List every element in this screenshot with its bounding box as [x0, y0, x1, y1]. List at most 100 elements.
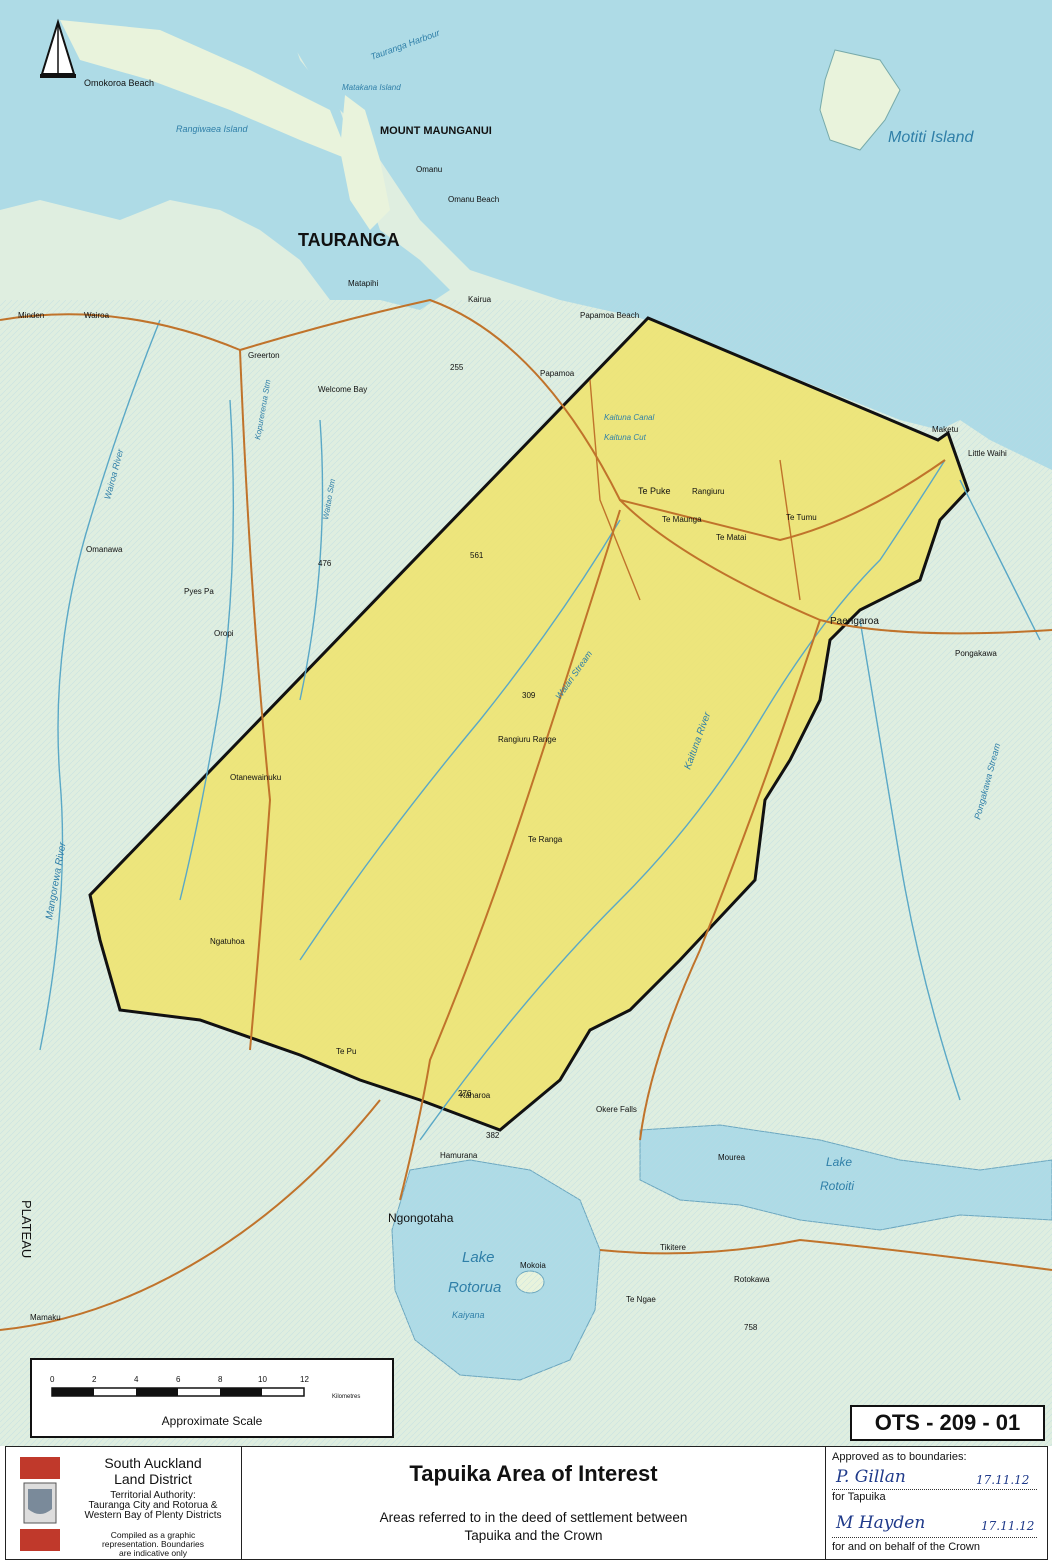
label-kaharoa: Kaharoa	[460, 1091, 491, 1100]
label-okere-falls: Okere Falls	[596, 1105, 637, 1114]
label-te-pu: Te Pu	[336, 1047, 356, 1056]
label-lake-rotorua-2: Rotorua	[448, 1279, 501, 1296]
signature-line-2	[832, 1537, 1037, 1538]
linz-crest-logo	[20, 1457, 60, 1551]
authority-line1: Territorial Authority:	[110, 1490, 196, 1501]
label-mamaku: Mamaku	[30, 1313, 61, 1322]
kaituna-river-line	[419, 459, 946, 1141]
label-paengaroa: Paengaroa	[830, 616, 879, 627]
label-pongakawa: Pongakawa	[955, 649, 997, 658]
label-minden: Minden	[18, 311, 44, 320]
approval-panel: Approved as to boundaries: P. Gillan 17.…	[826, 1447, 1047, 1559]
label-omokoroa-beach: Omokoroa Beach	[84, 78, 154, 88]
date-tapuika: 17.11.12	[976, 1473, 1030, 1487]
coastal-stream-line	[959, 479, 1041, 641]
label-kaituna-cut: Kaituna Cut	[604, 433, 647, 442]
scale-tick-4: 4	[134, 1375, 139, 1384]
mount-maunganui-peninsula	[340, 95, 390, 230]
label-te-ngae: Te Ngae	[626, 1295, 656, 1304]
label-pt-255: 255	[450, 363, 464, 372]
label-te-matai: Te Matai	[716, 533, 746, 542]
highway-33	[639, 619, 821, 1141]
scale-tick-6: 6	[176, 1375, 181, 1384]
state-highway-2	[0, 298, 946, 542]
for-crown: for and on behalf of the Crown	[832, 1541, 980, 1553]
signature-crown: M Hayden	[836, 1513, 926, 1533]
label-pyes-pa: Pyes Pa	[184, 587, 214, 596]
label-welcome-bay: Welcome Bay	[318, 385, 367, 394]
scale-tick-2: 2	[92, 1375, 97, 1384]
label-tikitere: Tikitere	[660, 1243, 686, 1252]
oropi-road	[239, 349, 272, 1051]
label-rangiwaea-island: Rangiwaea Island	[176, 124, 249, 134]
title-block: South Auckland Land District Territorial…	[5, 1446, 1048, 1560]
scale-tick-10: 10	[258, 1375, 267, 1384]
label-lake-rotoiti-2: Rotoiti	[820, 1179, 854, 1193]
for-tapuika: for Tapuika	[832, 1491, 886, 1503]
label-omanu: Omanu	[416, 165, 442, 174]
district-title: South Auckland Land District	[68, 1455, 238, 1487]
tapuika-area-boundary	[88, 316, 970, 1132]
papamoa-road	[589, 379, 641, 601]
plan-reference: OTS - 209 - 01	[850, 1405, 1045, 1441]
kopurererua-stream-line	[179, 399, 235, 901]
label-mourea: Mourea	[718, 1153, 746, 1162]
label-pt-561: 561	[470, 551, 484, 560]
label-omanu-beach: Omanu Beach	[448, 195, 499, 204]
label-ngongotaha: Ngongotaha	[388, 1211, 454, 1225]
authority-line3: Western Bay of Plenty Districts	[84, 1510, 222, 1521]
topographic-map: TAURANGA MOUNT MAUNGANUI Motiti Island T…	[0, 0, 1052, 1446]
label-maketu: Maketu	[932, 425, 958, 434]
note-line2: representation. Boundaries	[101, 1539, 205, 1549]
highway-30	[599, 1238, 1052, 1271]
approval-heading: Approved as to boundaries:	[832, 1451, 967, 1463]
label-matakana-island: Matakana Island	[342, 83, 401, 92]
label-pt-309: 309	[522, 691, 536, 700]
label-papamoa-beach: Papamoa Beach	[580, 311, 639, 320]
label-rotokawa: Rotokawa	[734, 1275, 770, 1284]
label-te-puke: Te Puke	[638, 486, 671, 496]
label-tauranga: TAURANGA	[298, 230, 400, 250]
note-line1: Compiled as a graphic	[110, 1530, 196, 1540]
map-subtitle: Areas referred to in the deed of settlem…	[242, 1509, 825, 1545]
title-panel: Tapuika Area of Interest Areas referred …	[242, 1447, 826, 1559]
rotorua-west-road	[0, 1099, 381, 1331]
scale-caption: Approximate Scale	[161, 1414, 263, 1428]
north-arrow-icon	[40, 18, 76, 78]
label-greerton: Greerton	[248, 351, 280, 360]
rivers	[39, 319, 1041, 1141]
pongakawa-stream-line	[859, 619, 961, 1101]
map-title: Tapuika Area of Interest	[409, 1461, 658, 1486]
label-pt-382: 382	[486, 1131, 500, 1140]
label-te-tumu: Te Tumu	[786, 513, 817, 522]
motiti-island-shape	[819, 49, 901, 151]
tauranga-harbour-water	[0, 0, 450, 310]
label-pt-476: 476	[318, 559, 332, 568]
label-oropi: Oropi	[214, 629, 234, 638]
subtitle-line2: Tapuika and the Crown	[464, 1528, 603, 1543]
label-kaituna-canal: Kaituna Canal	[604, 413, 654, 422]
label-pt-276: 276	[458, 1089, 472, 1098]
signature-tapuika: P. Gillan	[836, 1467, 906, 1487]
district-title-line1: South Auckland	[104, 1455, 202, 1471]
date-crown: 17.11.12	[981, 1519, 1035, 1533]
signature-line-1	[832, 1489, 1037, 1490]
label-pt-758: 758	[744, 1323, 758, 1332]
label-rangiuru-range: Rangiuru Range	[498, 735, 557, 744]
label-ngatuhoa: Ngatuhoa	[210, 937, 245, 946]
label-matapihi: Matapihi	[348, 279, 378, 288]
roads	[0, 298, 1052, 1331]
scale-unit: Kilometres	[332, 1394, 360, 1400]
te-tumu-road	[779, 459, 801, 601]
label-little-waihi: Little Waihi	[968, 449, 1007, 458]
district-title-line2: Land District	[114, 1471, 192, 1487]
label-otanewainuku: Otanewainuku	[230, 773, 281, 782]
label-kairua: Kairua	[468, 295, 492, 304]
label-te-ranga: Te Ranga	[528, 835, 563, 844]
label-omanawa: Omanawa	[86, 545, 123, 554]
district-panel: South Auckland Land District Territorial…	[6, 1447, 242, 1559]
compilation-note: Compiled as a graphic representation. Bo…	[68, 1531, 238, 1558]
label-plateau: PLATEAU	[19, 1200, 34, 1258]
label-mokoia: Mokoia	[520, 1261, 546, 1270]
